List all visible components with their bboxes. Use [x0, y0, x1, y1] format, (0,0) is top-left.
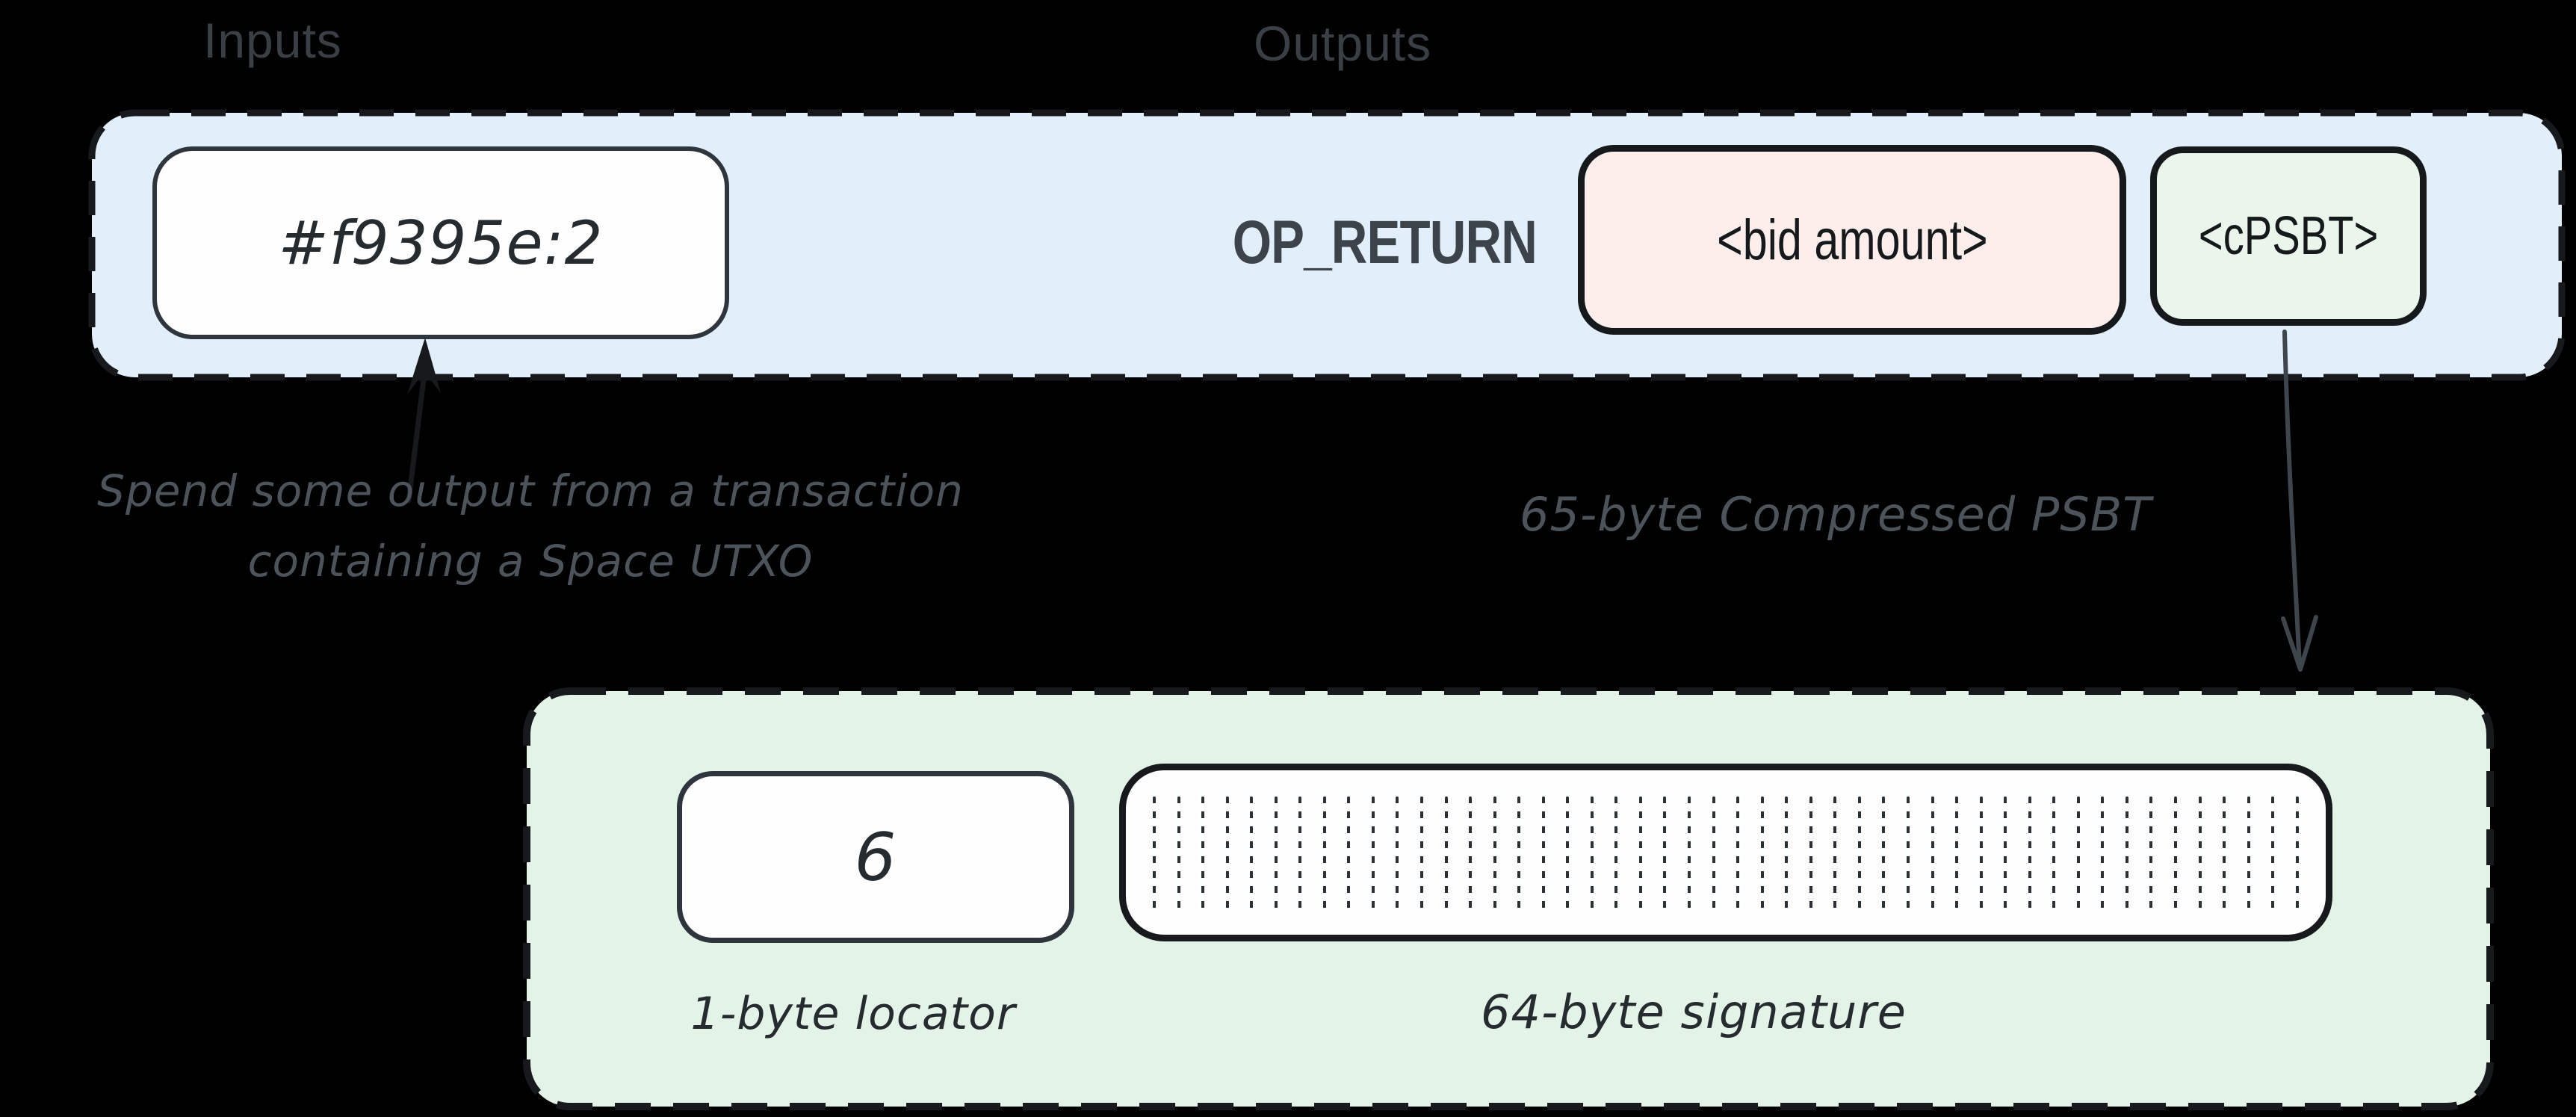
signature-byte-column: [1614, 796, 1618, 909]
inputs-label: Inputs: [203, 13, 342, 68]
signature-byte-column: [1931, 796, 1934, 909]
signature-byte-column: [1809, 796, 1812, 909]
cpsbt-note: 65-byte Compressed PSBT: [1520, 487, 2152, 542]
signature-byte-column: [2271, 796, 2275, 909]
signature-byte-column: [1760, 796, 1764, 909]
signature-byte-column: [2149, 796, 2153, 909]
signature-byte-column: [1322, 796, 1326, 909]
signature-byte-column: [1517, 796, 1521, 909]
signature-byte-column: [1347, 796, 1351, 909]
signature-byte-column: [1712, 796, 1715, 909]
signature-byte-column: [2295, 796, 2299, 909]
signature-byte-column: [1688, 796, 1691, 909]
signature-byte-column: [2173, 796, 2177, 909]
op-return-label: OP_RETURN: [1232, 208, 1537, 276]
spend-note-line1: Spend some output from a transaction: [97, 465, 964, 516]
bid-amount-text: <bid amount>: [1716, 208, 1988, 272]
signature-byte-column: [2101, 796, 2105, 909]
signature-byte-column: [2223, 796, 2226, 909]
signature-byte-column: [1493, 796, 1496, 909]
signature-byte-column: [1906, 796, 1910, 909]
signature-byte-column: [2052, 796, 2056, 909]
signature-byte-columns: [1126, 796, 2326, 909]
signature-byte-column: [1785, 796, 1789, 909]
signature-byte-column: [2004, 796, 2007, 909]
cpsbt-box: <cPSBT>: [2150, 146, 2427, 326]
signature-byte-column: [2198, 796, 2202, 909]
input-utxo-text: #f9395e:2: [278, 208, 604, 278]
signature-byte-column: [1590, 796, 1594, 909]
input-utxo-box: #f9395e:2: [152, 146, 729, 339]
signature-byte-column: [1177, 796, 1180, 909]
signature-byte-column: [2076, 796, 2080, 909]
signature-byte-column: [1274, 796, 1278, 909]
signature-byte-column: [2125, 796, 2128, 909]
bid-amount-box: <bid amount>: [1578, 145, 2126, 335]
signature-byte-column: [1857, 796, 1861, 909]
signature-byte-column: [2028, 796, 2031, 909]
signature-byte-column: [1201, 796, 1205, 909]
signature-byte-column: [1736, 796, 1740, 909]
signature-byte-column: [1638, 796, 1642, 909]
signature-byte-column: [1955, 796, 1959, 909]
spend-note: Spend some output from a transaction con…: [11, 456, 1050, 596]
signature-byte-column: [1396, 796, 1399, 909]
locator-box: 6: [677, 771, 1074, 943]
cpsbt-text: <cPSBT>: [2198, 206, 2379, 266]
outputs-label: Outputs: [1254, 16, 1432, 71]
signature-byte-column: [1979, 796, 1983, 909]
signature-byte-column: [1833, 796, 1837, 909]
signature-byte-column: [1469, 796, 1473, 909]
signature-byte-column: [1541, 796, 1545, 909]
signature-byte-column: [1153, 796, 1156, 909]
signature-byte-column: [1371, 796, 1375, 909]
signature-byte-column: [1444, 796, 1448, 909]
signature-byte-column: [1298, 796, 1302, 909]
signature-byte-column: [1663, 796, 1667, 909]
signature-byte-column: [2247, 796, 2250, 909]
signature-label: 64-byte signature: [1481, 985, 1907, 1039]
signature-byte-column: [1420, 796, 1424, 909]
locator-label: 1-byte locator: [690, 988, 1016, 1040]
locator-value: 6: [854, 818, 897, 896]
spend-note-arrow-icon: [406, 338, 441, 504]
signature-box: [1119, 764, 2332, 941]
signature-byte-column: [1566, 796, 1570, 909]
cpsbt-detail-arrow-icon: [2281, 329, 2318, 672]
signature-byte-column: [1882, 796, 1886, 909]
signature-byte-column: [1250, 796, 1254, 909]
spend-note-line2: containing a Space UTXO: [247, 536, 814, 587]
signature-byte-column: [1225, 796, 1229, 909]
